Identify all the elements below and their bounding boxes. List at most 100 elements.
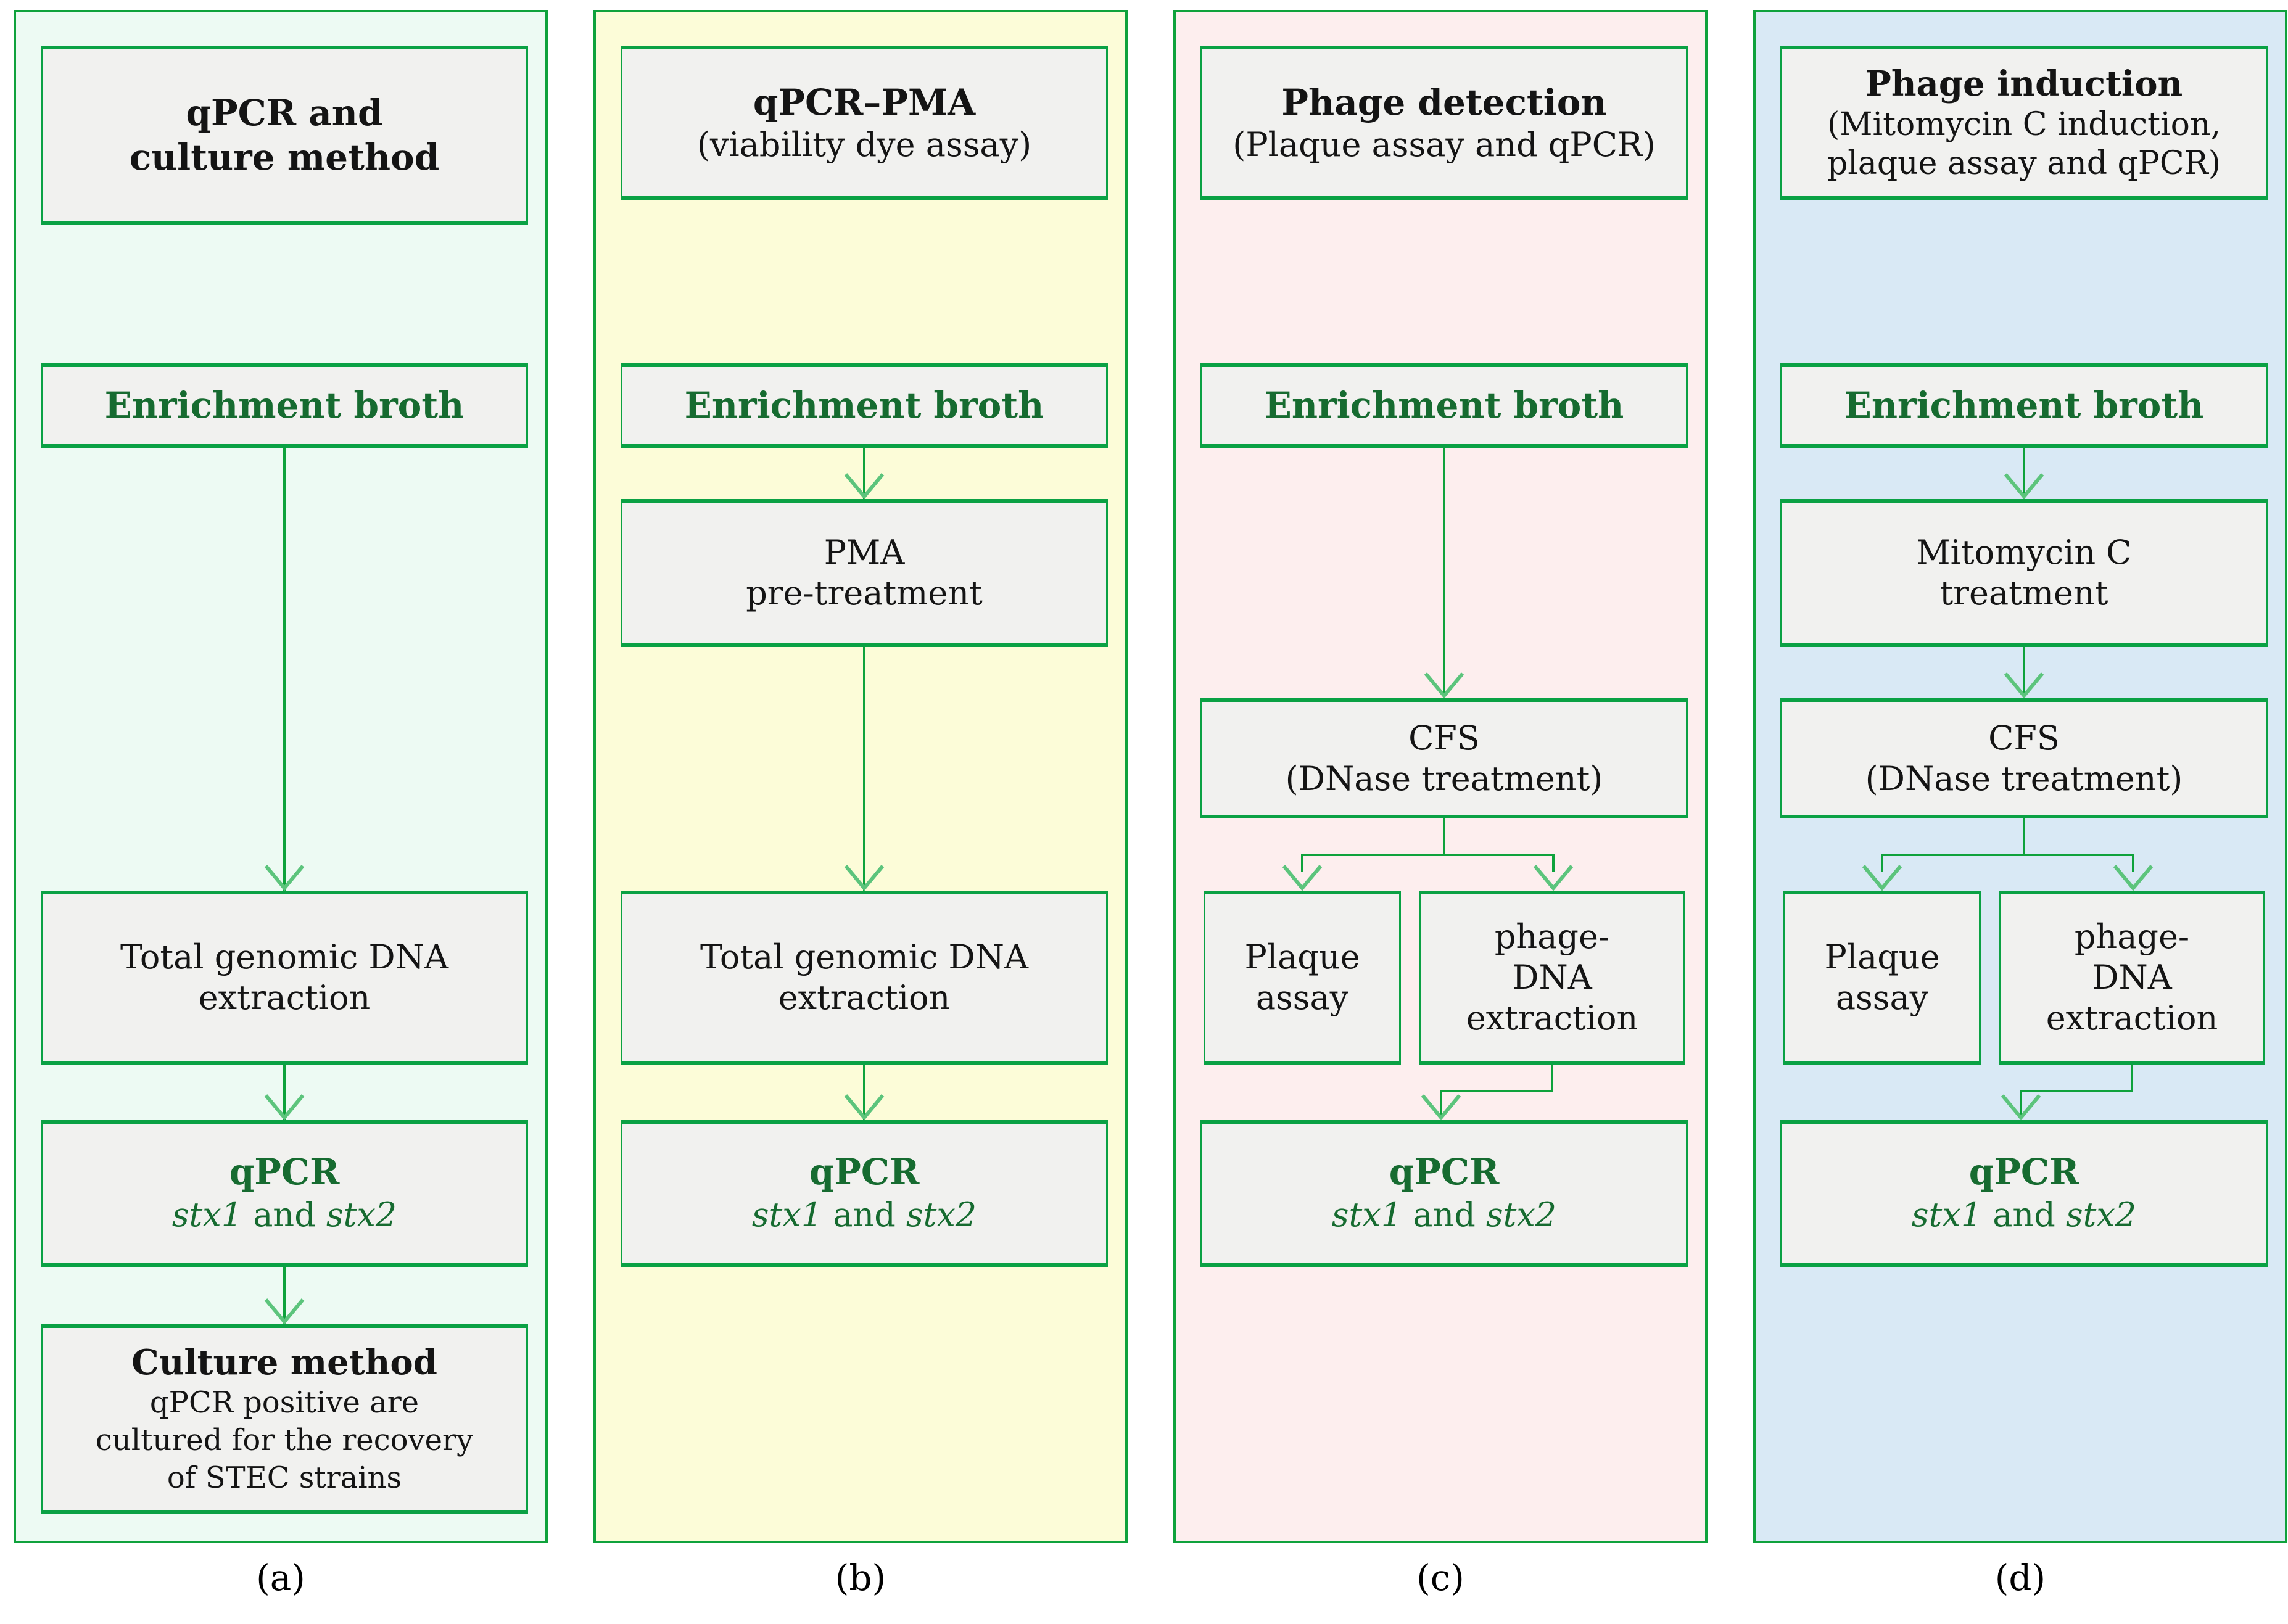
enrichment-broth-label: Enrichment broth bbox=[104, 384, 465, 426]
pma-line: PMA bbox=[824, 533, 905, 572]
arrow-down-icon bbox=[2002, 670, 2046, 699]
qpcr-genes: stx1 and stx2 bbox=[172, 1194, 397, 1236]
panel-subtitle: plaque assay and qPCR) bbox=[1827, 145, 2221, 182]
arrow-down-icon bbox=[1419, 1092, 1463, 1121]
arrow-down-icon bbox=[842, 862, 886, 892]
qpcr-box: qPCR stx1 and stx2 bbox=[1780, 1120, 2268, 1267]
column-c: Phage detection (Plaque assay and qPCR) … bbox=[1173, 0, 1708, 1624]
column-d: Phage induction (Mitomycin C induction, … bbox=[1753, 0, 2287, 1624]
connector-line bbox=[2020, 1090, 2022, 1116]
panel-caption-b: (b) bbox=[835, 1557, 886, 1599]
connector-line bbox=[1440, 1090, 1442, 1116]
plaque-assay-line: Plaque bbox=[1244, 938, 1360, 977]
phage-dna-extraction-box: phage- DNA extraction bbox=[1419, 891, 1685, 1065]
connector-line bbox=[1882, 854, 2134, 856]
enrichment-broth-label: Enrichment broth bbox=[684, 384, 1044, 426]
culture-method-line: of STEC strains bbox=[167, 1460, 402, 1495]
mitomycin-line: treatment bbox=[1939, 574, 2108, 612]
arrow-down-icon bbox=[1999, 1092, 2043, 1121]
title-box-b: qPCR–PMA (viability dye assay) bbox=[621, 46, 1108, 200]
panel-title-line: qPCR and bbox=[186, 91, 383, 134]
connector-line bbox=[1301, 854, 1303, 872]
arrow-down-icon bbox=[262, 862, 307, 892]
flow-panel-b: qPCR–PMA (viability dye assay) Enrichmen… bbox=[593, 10, 1128, 1543]
arrow-down-icon bbox=[1860, 862, 1904, 892]
connector-line bbox=[863, 1065, 865, 1120]
panel-title-line: Phage detection bbox=[1281, 81, 1607, 123]
phage-dna-line: extraction bbox=[2046, 998, 2218, 1037]
phage-dna-line: extraction bbox=[1466, 998, 1638, 1037]
connector-line bbox=[1302, 854, 1555, 856]
arrow-down-icon bbox=[1280, 862, 1324, 892]
plaque-assay-box: Plaque assay bbox=[1783, 891, 1981, 1065]
qpcr-label: qPCR bbox=[1389, 1151, 1500, 1193]
plaque-assay-line: assay bbox=[1255, 978, 1349, 1017]
title-box-a: qPCR and culture method bbox=[41, 46, 528, 225]
pma-pretreatment-box: PMA pre-treatment bbox=[621, 499, 1108, 647]
connector-line bbox=[2023, 818, 2025, 854]
connector-line bbox=[1443, 818, 1445, 854]
flow-panel-c: Phage detection (Plaque assay and qPCR) … bbox=[1173, 10, 1708, 1543]
connector-line bbox=[2131, 1065, 2133, 1092]
enrichment-broth-box: Enrichment broth bbox=[1200, 363, 1688, 448]
flow-panel-d: Phage induction (Mitomycin C induction, … bbox=[1753, 10, 2287, 1543]
panel-subtitle: (Plaque assay and qPCR) bbox=[1233, 125, 1656, 165]
gene-stx2: stx2 bbox=[1485, 1195, 1557, 1235]
panel-subtitle: (viability dye assay) bbox=[696, 125, 1032, 165]
arrow-down-icon bbox=[262, 1296, 307, 1325]
enrichment-broth-label: Enrichment broth bbox=[1844, 384, 2204, 426]
title-box-d: Phage induction (Mitomycin C induction, … bbox=[1780, 46, 2268, 200]
column-b: qPCR–PMA (viability dye assay) Enrichmen… bbox=[593, 0, 1128, 1624]
panel-subtitle: (Mitomycin C induction, bbox=[1827, 105, 2221, 143]
phage-dna-line: DNA bbox=[2092, 958, 2172, 997]
enrichment-broth-box: Enrichment broth bbox=[41, 363, 528, 448]
panel-caption-d: (d) bbox=[1994, 1557, 2046, 1599]
title-box-c: Phage detection (Plaque assay and qPCR) bbox=[1200, 46, 1688, 200]
connector-line bbox=[1881, 854, 1883, 872]
and-word: and bbox=[833, 1195, 896, 1235]
culture-method-title: Culture method bbox=[131, 1342, 437, 1383]
phage-dna-extraction-box: phage- DNA extraction bbox=[1999, 891, 2265, 1065]
connector-line bbox=[2132, 854, 2134, 872]
arrow-down-icon bbox=[2002, 471, 2046, 500]
plaque-assay-line: Plaque bbox=[1824, 938, 1940, 977]
panel-title-line: Phage induction bbox=[1865, 63, 2183, 104]
enrichment-broth-box: Enrichment broth bbox=[621, 363, 1108, 448]
gene-stx1: stx1 bbox=[1911, 1195, 1983, 1235]
qpcr-genes: stx1 and stx2 bbox=[1912, 1194, 2136, 1236]
cfs-line: (DNase treatment) bbox=[1865, 759, 2183, 798]
gene-stx1: stx1 bbox=[1331, 1195, 1403, 1235]
connector-line bbox=[2020, 1090, 2133, 1092]
connector-line bbox=[863, 647, 865, 891]
connector-line bbox=[863, 448, 865, 499]
gene-stx2: stx2 bbox=[2065, 1195, 2137, 1235]
mitomycin-treatment-box: Mitomycin C treatment bbox=[1780, 499, 2268, 647]
connector-line bbox=[2023, 448, 2025, 499]
phage-dna-line: phage- bbox=[2074, 917, 2190, 957]
arrow-down-icon bbox=[2111, 862, 2155, 892]
cfs-line: CFS bbox=[1408, 718, 1480, 757]
cfs-line: (DNase treatment) bbox=[1285, 759, 1603, 798]
phage-dna-line: DNA bbox=[1512, 958, 1592, 997]
qpcr-box: qPCR stx1 and stx2 bbox=[621, 1120, 1108, 1267]
qpcr-label: qPCR bbox=[809, 1151, 920, 1193]
arrow-down-icon bbox=[842, 471, 886, 500]
plaque-assay-line: assay bbox=[1835, 978, 1929, 1017]
enrichment-broth-label: Enrichment broth bbox=[1264, 384, 1624, 426]
dna-extraction-box: Total genomic DNA extraction bbox=[621, 891, 1108, 1065]
dna-extraction-box: Total genomic DNA extraction bbox=[41, 891, 528, 1065]
culture-method-line: qPCR positive are bbox=[149, 1385, 419, 1420]
qpcr-box: qPCR stx1 and stx2 bbox=[1200, 1120, 1688, 1267]
dna-extraction-line: Total genomic DNA bbox=[120, 938, 448, 977]
and-word: and bbox=[253, 1195, 316, 1235]
arrow-down-icon bbox=[1422, 670, 1466, 699]
cfs-line: CFS bbox=[1988, 718, 2060, 757]
gene-stx2: stx2 bbox=[906, 1195, 977, 1235]
panel-caption-c: (c) bbox=[1416, 1557, 1464, 1599]
panel-title-line: culture method bbox=[129, 136, 440, 178]
culture-method-box: Culture method qPCR positive are culture… bbox=[41, 1324, 528, 1514]
plaque-assay-box: Plaque assay bbox=[1204, 891, 1401, 1065]
connector-line bbox=[283, 448, 286, 891]
qpcr-label: qPCR bbox=[229, 1151, 340, 1193]
connector-line bbox=[1551, 1065, 1553, 1092]
